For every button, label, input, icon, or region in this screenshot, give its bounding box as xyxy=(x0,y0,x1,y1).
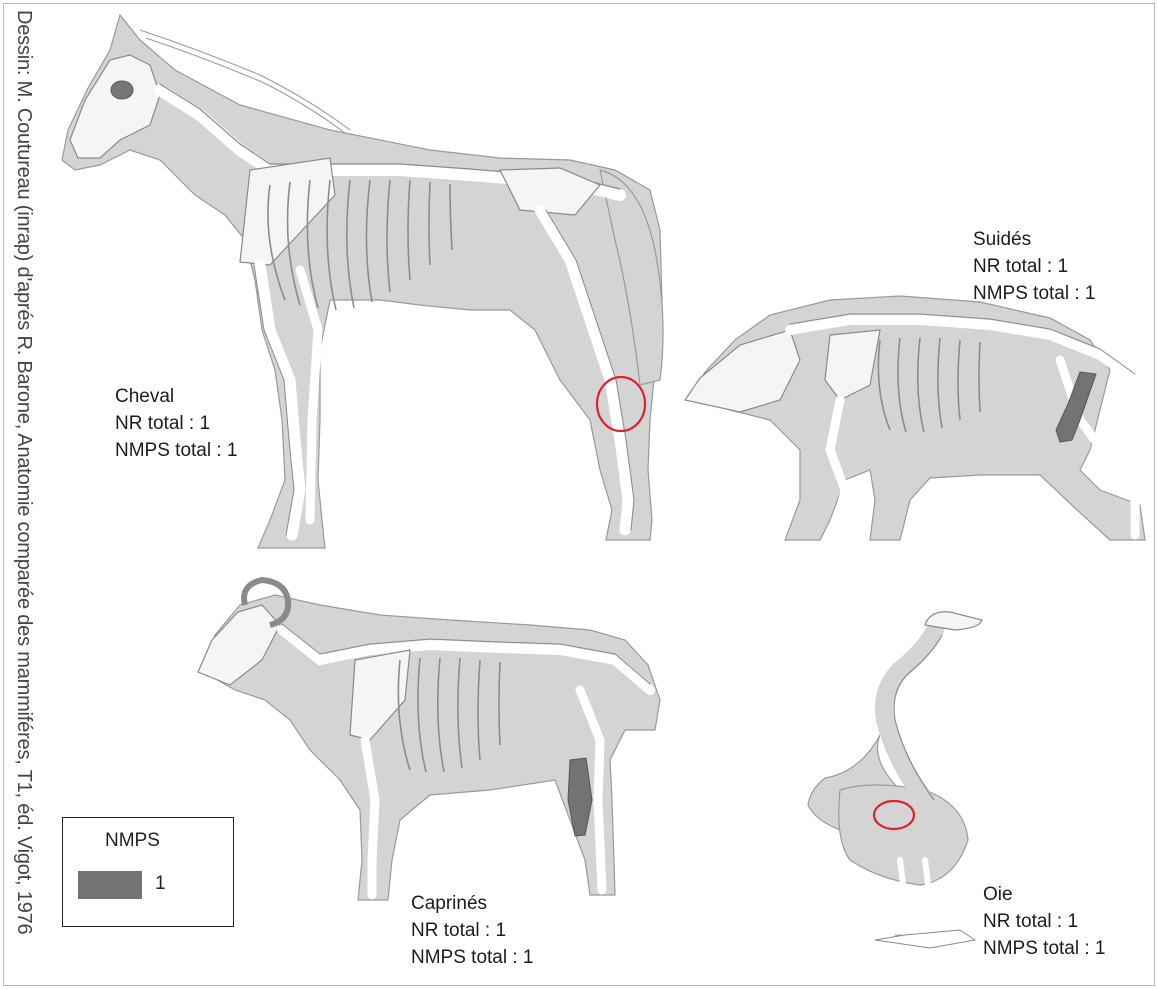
legend-swatch xyxy=(78,871,142,899)
suides-name: Suidés xyxy=(973,226,1096,253)
cheval-nmps: NMPS total : 1 xyxy=(115,437,238,464)
goose-illustration xyxy=(808,612,982,948)
credit-text: Dessin: M. Coutureau (inrap) d'aprés R. … xyxy=(10,10,38,970)
suides-label: Suidés NR total : 1 NMPS total : 1 xyxy=(973,226,1096,307)
suides-nr: NR total : 1 xyxy=(973,253,1096,280)
caprines-nmps: NMPS total : 1 xyxy=(411,944,534,971)
cheval-nr: NR total : 1 xyxy=(115,410,238,437)
sheep-illustration xyxy=(198,580,660,900)
caprines-name: Caprinés xyxy=(411,890,534,917)
cheval-label: Cheval NR total : 1 NMPS total : 1 xyxy=(115,383,238,464)
cheval-name: Cheval xyxy=(115,383,238,410)
oie-name: Oie xyxy=(983,881,1106,908)
pig-illustration xyxy=(685,296,1145,540)
legend-value: 1 xyxy=(155,873,166,895)
caprines-label: Caprinés NR total : 1 NMPS total : 1 xyxy=(411,890,534,971)
suides-nmps: NMPS total : 1 xyxy=(973,280,1096,307)
caprines-nr: NR total : 1 xyxy=(411,917,534,944)
oie-label: Oie NR total : 1 NMPS total : 1 xyxy=(983,881,1106,962)
horse-illustration xyxy=(62,15,663,548)
legend-title: NMPS xyxy=(105,830,160,852)
legend-box: NMPS 1 xyxy=(62,817,234,927)
oie-nr: NR total : 1 xyxy=(983,908,1106,935)
oie-nmps: NMPS total : 1 xyxy=(983,935,1106,962)
